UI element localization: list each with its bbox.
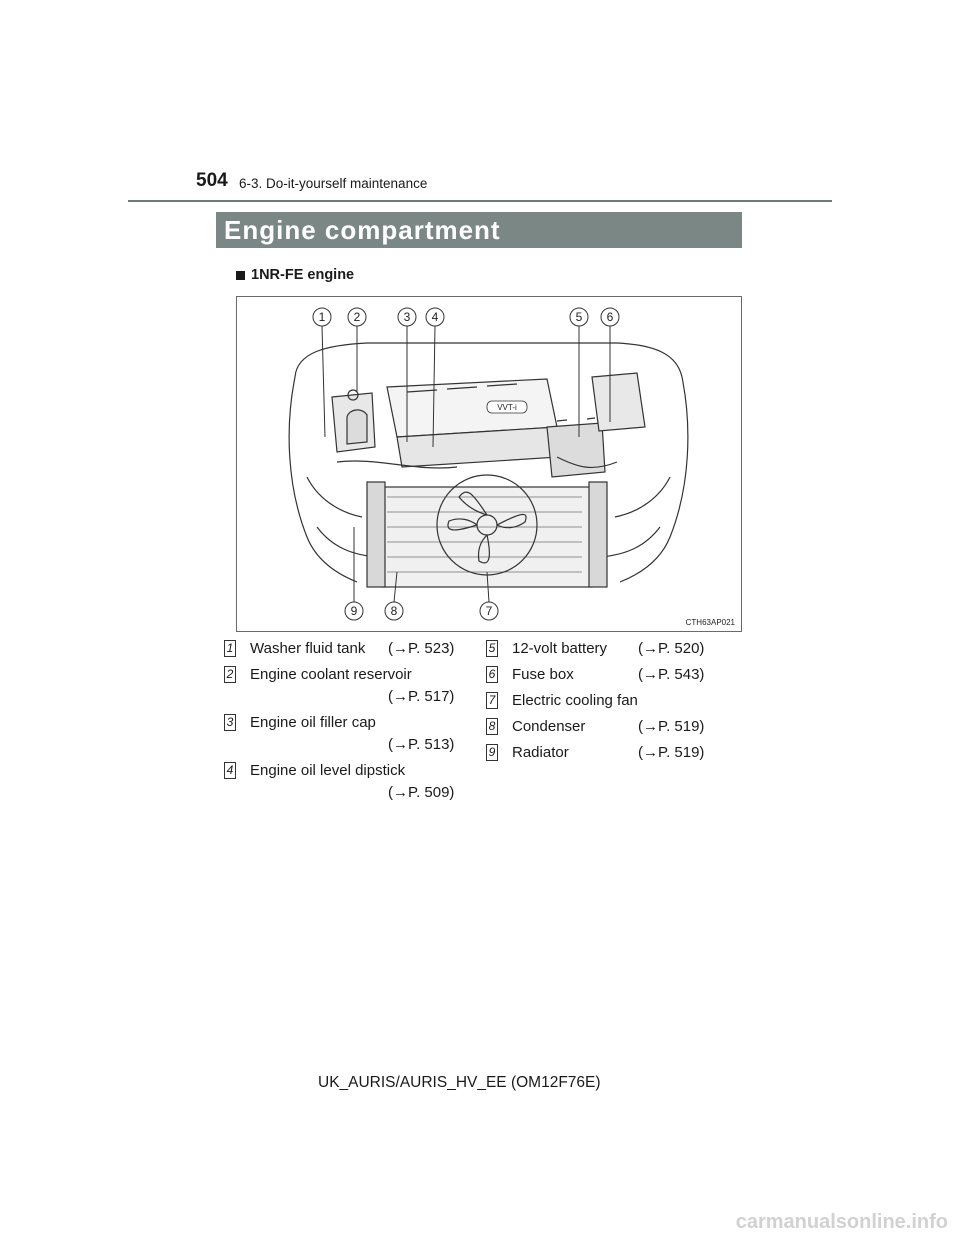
legend-item: 6 Fuse box (→P. 543) (486, 663, 736, 687)
legend-number: 9 (486, 744, 498, 761)
callout-1: 1 (319, 310, 326, 324)
legend-number: 5 (486, 640, 498, 657)
legend-ref: (→P. 517) (388, 688, 455, 705)
legend-label: 12-volt battery (512, 640, 608, 657)
callout-2: 2 (354, 310, 361, 324)
legend-label: Fuse box (512, 666, 574, 683)
legend-number: 4 (224, 762, 236, 779)
title-bar: Engine compartment (216, 212, 742, 248)
engine-illustration: VVT-i 1 2 3 4 (288, 307, 689, 621)
callout-4: 4 (432, 310, 439, 324)
page-number: 504 (196, 170, 228, 191)
legend-label: Electric cooling fan (512, 692, 638, 709)
footer-code: UK_AURIS/AURIS_HV_EE (OM12F76E) (318, 1074, 601, 1091)
legend-label: Engine coolant reservoir (250, 666, 412, 683)
legend-item: 4 Engine oil level dipstick (→P. 509) (224, 759, 474, 807)
callout-6: 6 (607, 310, 614, 324)
legend-ref: (→P. 519) (638, 744, 705, 761)
callout-9: 9 (351, 604, 358, 618)
watermark-text: carmanualsonline.info (736, 1211, 948, 1233)
engine-diagram: VVT-i 1 2 3 4 (236, 296, 742, 632)
legend-number: 6 (486, 666, 498, 683)
section-header: 6-3. Do-it-yourself maintenance (239, 176, 428, 191)
legend-item: 1 Washer fluid tank (→P. 523) (224, 637, 474, 661)
legend-item: 9 Radiator (→P. 519) (486, 741, 736, 765)
legend-ref: (→P. 543) (638, 666, 705, 683)
page-title: Engine compartment (224, 214, 501, 245)
legend-item: 5 12-volt battery (→P. 520) (486, 637, 736, 661)
legend-ref: (→P. 519) (638, 718, 705, 735)
figure-code: CTH63AP021 (685, 618, 735, 627)
legend-ref: (→P. 523) (388, 640, 455, 657)
legend-number: 1 (224, 640, 236, 657)
legend-number: 3 (224, 714, 236, 731)
subheading-text: 1NR-FE engine (251, 267, 355, 283)
legend-item: 8 Condenser (→P. 519) (486, 715, 736, 739)
watermark-logo: carmanualsonline.info (736, 1211, 948, 1233)
legend-item: 3 Engine oil filler cap (→P. 513) (224, 711, 474, 759)
legend-number: 7 (486, 692, 498, 709)
legend-ref: (→P. 509) (388, 784, 455, 801)
legend-ref: (→P. 520) (638, 640, 705, 657)
square-bullet-icon (236, 270, 245, 280)
legend-left: 1 Washer fluid tank (→P. 523) 2 Engine c… (224, 637, 474, 817)
legend-number: 8 (486, 718, 498, 735)
legend-ref: (→P. 513) (388, 736, 455, 753)
vvt-badge: VVT-i (497, 403, 517, 412)
legend-item: 2 Engine coolant reservoir (→P. 517) (224, 663, 474, 711)
legend-label: Engine oil level dipstick (250, 762, 406, 779)
legend-label: Engine oil filler cap (250, 714, 376, 731)
legend-item: 7 Electric cooling fan (486, 689, 736, 713)
legend-label: Washer fluid tank (250, 640, 366, 657)
legend-right: 5 12-volt battery (→P. 520) 6 Fuse box (… (486, 637, 736, 777)
callout-8: 8 (391, 604, 398, 618)
legend-number: 2 (224, 666, 236, 683)
header-rule (128, 200, 832, 202)
legend-label: Radiator (512, 744, 569, 761)
callout-7: 7 (486, 604, 493, 618)
legend-label: Condenser (512, 718, 586, 735)
callout-3: 3 (404, 310, 411, 324)
subheading: 1NR-FE engine (236, 267, 354, 283)
callout-5: 5 (576, 310, 583, 324)
